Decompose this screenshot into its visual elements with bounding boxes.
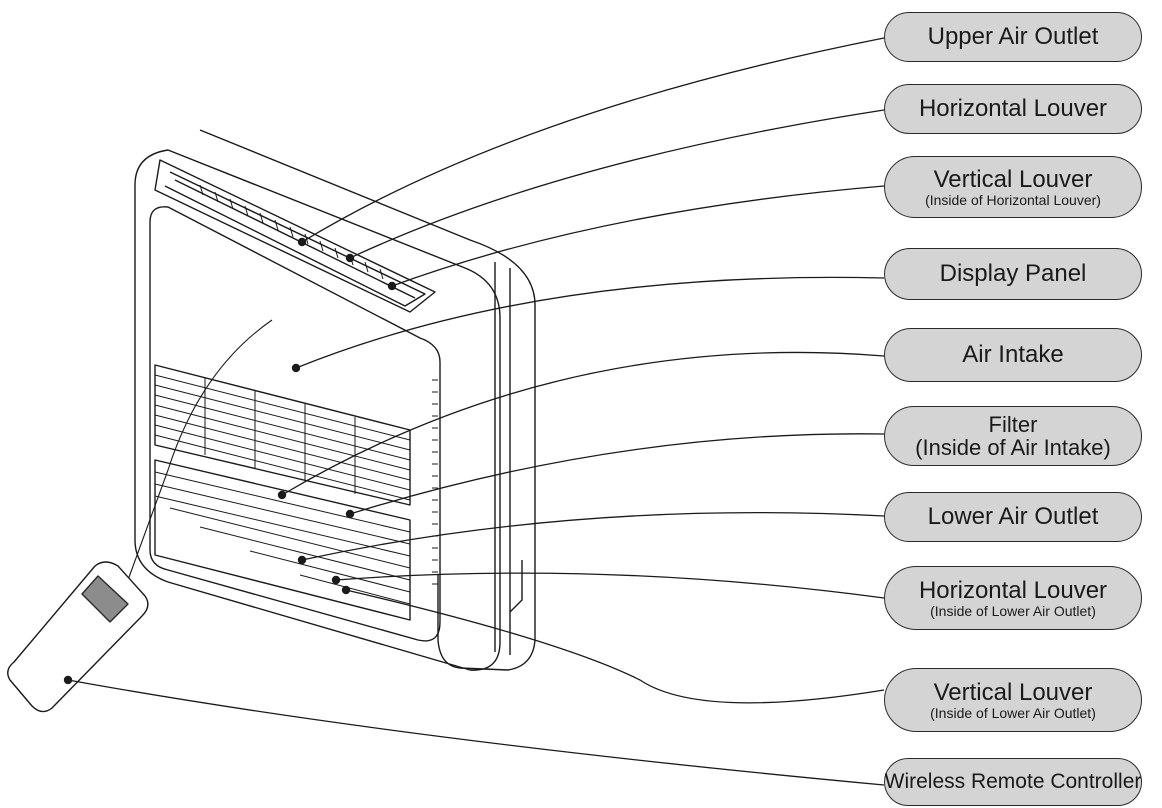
dot-vertical-louver-lower <box>341 585 351 595</box>
label-main: Lower Air Outlet <box>927 503 1099 531</box>
label-horizontal-louver-upper: Horizontal Louver <box>884 84 1142 134</box>
leader-vertical-louver-lower <box>345 589 885 704</box>
leader-filter <box>349 433 885 515</box>
leader-lines <box>67 37 885 786</box>
label-sub: (Inside of Lower Air Outlet) <box>930 704 1096 721</box>
grille-lines <box>154 374 411 501</box>
label-air-intake: Air Intake <box>884 328 1142 382</box>
side-detail <box>509 560 523 613</box>
dot-air-intake <box>277 490 287 500</box>
remote-screen <box>81 575 129 623</box>
dot-display-panel <box>291 363 301 373</box>
label-sub: (Inside of Air Intake) <box>915 435 1111 460</box>
label-sub: (Inside of Lower Air Outlet) <box>930 602 1096 619</box>
leader-wireless-remote-controller <box>67 679 885 786</box>
label-main: Vertical Louver <box>933 678 1093 706</box>
grille-outline <box>154 364 411 506</box>
leader-display-panel <box>295 276 885 369</box>
label-sub: (Inside of Horizontal Louver) <box>925 191 1101 208</box>
leader-horizontal-louver-lower <box>335 572 885 599</box>
lower-grille-lines <box>154 471 411 605</box>
leader-air-intake <box>281 351 885 496</box>
callout-dots <box>63 237 397 685</box>
label-filter: Filter (Inside of Air Intake) <box>884 406 1142 466</box>
lower-grille-outline <box>154 459 411 621</box>
label-display-panel: Display Panel <box>884 248 1142 300</box>
upper-outlet-inner <box>164 171 426 307</box>
dot-wireless-remote-controller <box>63 675 73 685</box>
upper-outlet-louver-line <box>174 179 416 299</box>
cabinet-outline <box>134 149 501 671</box>
dot-upper-air-outlet <box>297 237 307 247</box>
label-main: Upper Air Outlet <box>927 23 1099 51</box>
label-vertical-louver-lower: Vertical Louver (Inside of Lower Air Out… <box>884 668 1142 732</box>
leader-vertical-louver-upper <box>391 185 885 287</box>
label-horizontal-louver-lower: Horizontal Louver (Inside of Lower Air O… <box>884 566 1142 630</box>
side-vent-strip <box>432 379 438 585</box>
leader-lower-air-outlet <box>301 511 885 561</box>
dot-filter <box>345 509 355 519</box>
dot-vertical-louver-upper <box>387 281 397 291</box>
label-main: Vertical Louver <box>933 165 1093 193</box>
label-upper-air-outlet: Upper Air Outlet <box>884 12 1142 62</box>
label-main: Filter <box>988 411 1038 437</box>
label-vertical-louver-upper: Vertical Louver (Inside of Horizontal Lo… <box>884 156 1142 218</box>
leader-horizontal-louver-upper <box>349 109 885 259</box>
label-main: Wireless Remote Controller <box>884 769 1142 793</box>
remote-cable <box>127 319 273 581</box>
remote-body <box>7 561 149 713</box>
dot-horizontal-louver-lower <box>331 575 341 585</box>
rear-housing-outline <box>199 129 536 671</box>
label-lower-air-outlet: Lower Air Outlet <box>884 492 1142 542</box>
dot-lower-air-outlet <box>297 555 307 565</box>
upper-outlet-frame <box>154 159 436 313</box>
dot-horizontal-louver-upper <box>345 253 355 263</box>
label-main: Horizontal Louver <box>918 95 1108 123</box>
wireless-remote-controller-illustration <box>7 561 149 713</box>
label-main: Display Panel <box>939 260 1087 288</box>
label-main: Horizontal Louver <box>918 576 1108 604</box>
front-panel-outline <box>149 206 441 642</box>
label-wireless-remote-controller: Wireless Remote Controller <box>884 758 1142 806</box>
label-main: Air Intake <box>962 341 1064 369</box>
leader-upper-air-outlet <box>301 37 885 243</box>
